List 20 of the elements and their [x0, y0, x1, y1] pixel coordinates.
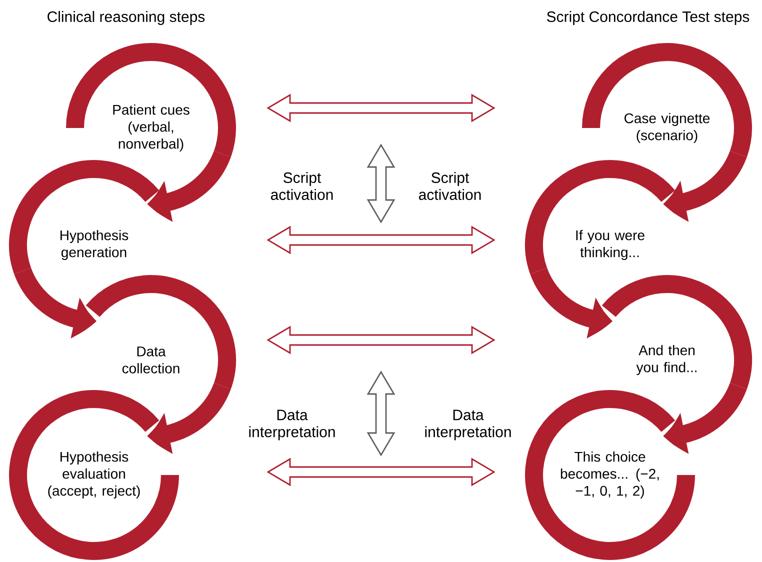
arrowhead: [148, 150, 231, 220]
arrow-label: Data interpretation: [249, 410, 335, 440]
arrow-label: Script activation: [418, 172, 481, 200]
step-text: Data collection: [122, 346, 180, 374]
step-text: Case vignette (scenario): [624, 112, 710, 144]
arrowhead: [664, 150, 747, 220]
step-text: Hypothesis evaluation (accept, reject): [48, 451, 140, 499]
heading: Script Concordance Test steps: [546, 11, 750, 25]
arrowhead: [148, 382, 231, 452]
arrowhead: [664, 382, 747, 452]
step-text: If you were thinking...: [576, 230, 644, 260]
arrowhead: [530, 268, 612, 336]
arrow-label: Data interpretation: [425, 410, 511, 440]
arrow-label: Script activation: [270, 172, 333, 200]
heading: Clinical reasoning steps: [48, 11, 205, 25]
step-text: And then you find...: [636, 344, 696, 376]
step-text: Patient cues (verbal, nonverbal): [113, 104, 190, 152]
arrowhead: [14, 268, 96, 336]
step-text: Hypothesis generation: [60, 230, 128, 260]
step-text: This choice becomes... (−2, −1, 0, 1, 2): [560, 451, 659, 499]
